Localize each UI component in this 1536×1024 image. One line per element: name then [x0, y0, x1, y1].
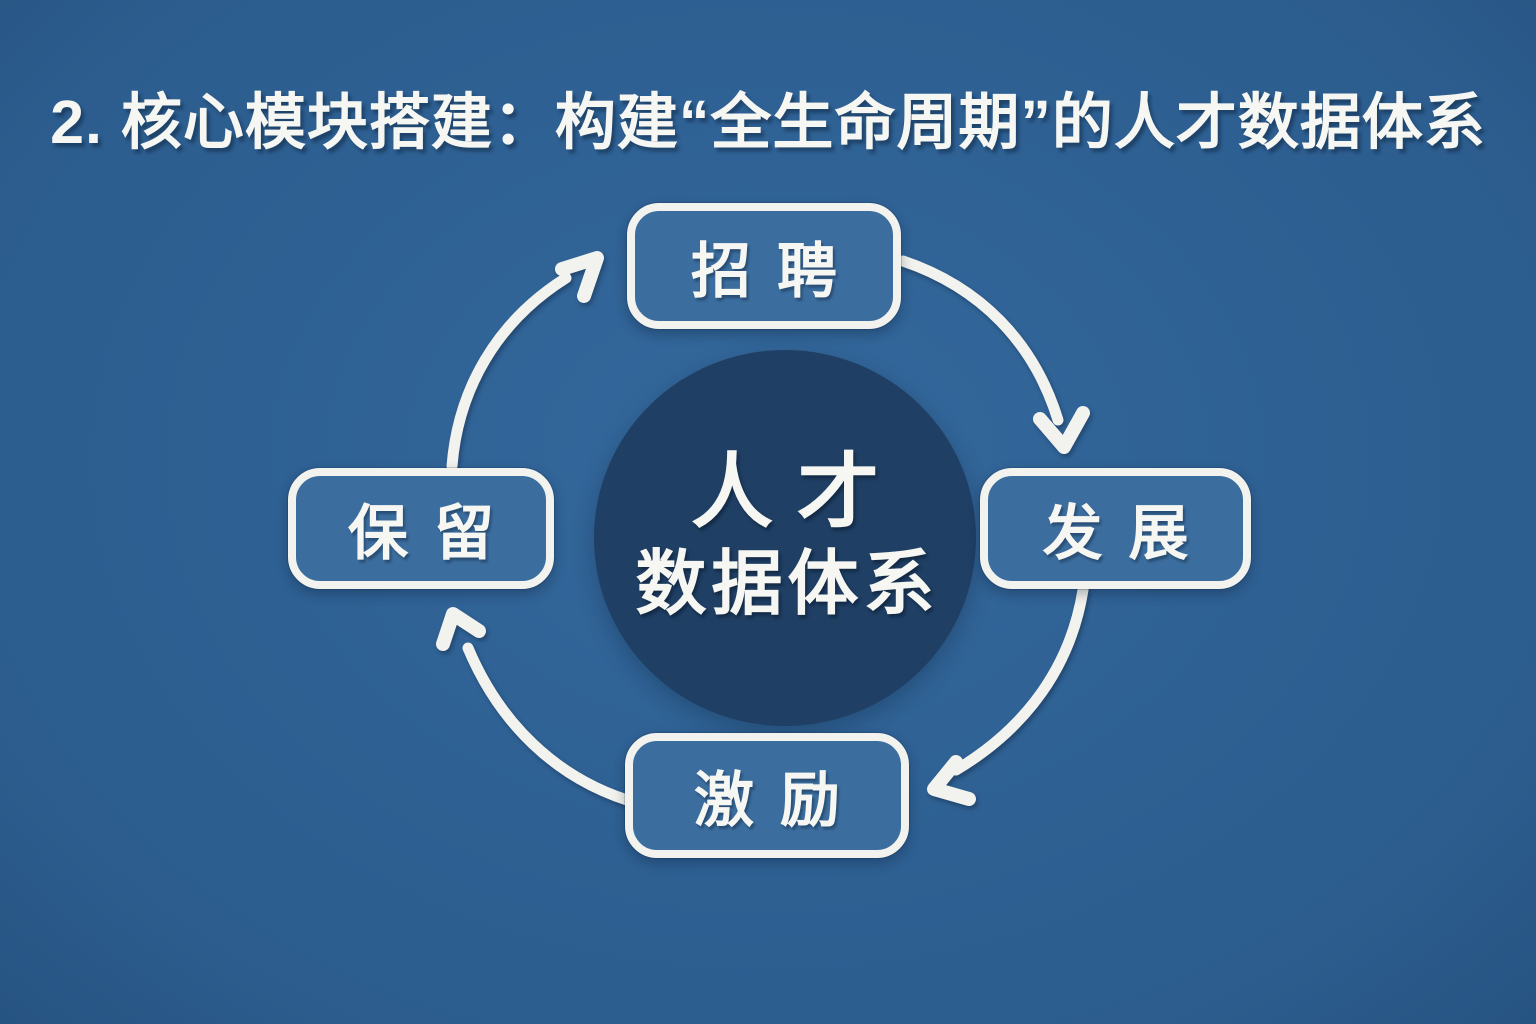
arrow-incentive-to-retain [436, 607, 633, 806]
arrow-retain-to-recruit [446, 251, 604, 472]
node-retain-label: 保留 [348, 500, 520, 567]
arrowhead-down-icon [1033, 406, 1090, 454]
arrowhead-left-icon [927, 755, 976, 806]
page-title: 2. 核心模块搭建：构建“全生命周期”的人才数据体系 [50, 88, 1486, 156]
node-develop: 发展 [980, 468, 1251, 589]
arrowhead-ne-icon [555, 251, 604, 303]
node-recruit-label: 招聘 [691, 237, 863, 305]
node-develop-label: 发展 [1042, 500, 1215, 567]
cycle-center-circle: 人才 数据体系 [594, 350, 976, 726]
node-incentive: 激励 [625, 733, 909, 858]
node-incentive-label: 激励 [694, 767, 866, 834]
center-label-line1: 人才 [690, 447, 903, 539]
node-recruit: 招聘 [627, 203, 901, 329]
arrow-recruit-to-develop [897, 255, 1090, 454]
node-retain: 保留 [288, 468, 554, 589]
arrow-develop-to-incentive [927, 584, 1089, 806]
center-label-line2: 数据体系 [635, 544, 940, 624]
arrowhead-up-icon [436, 607, 486, 651]
